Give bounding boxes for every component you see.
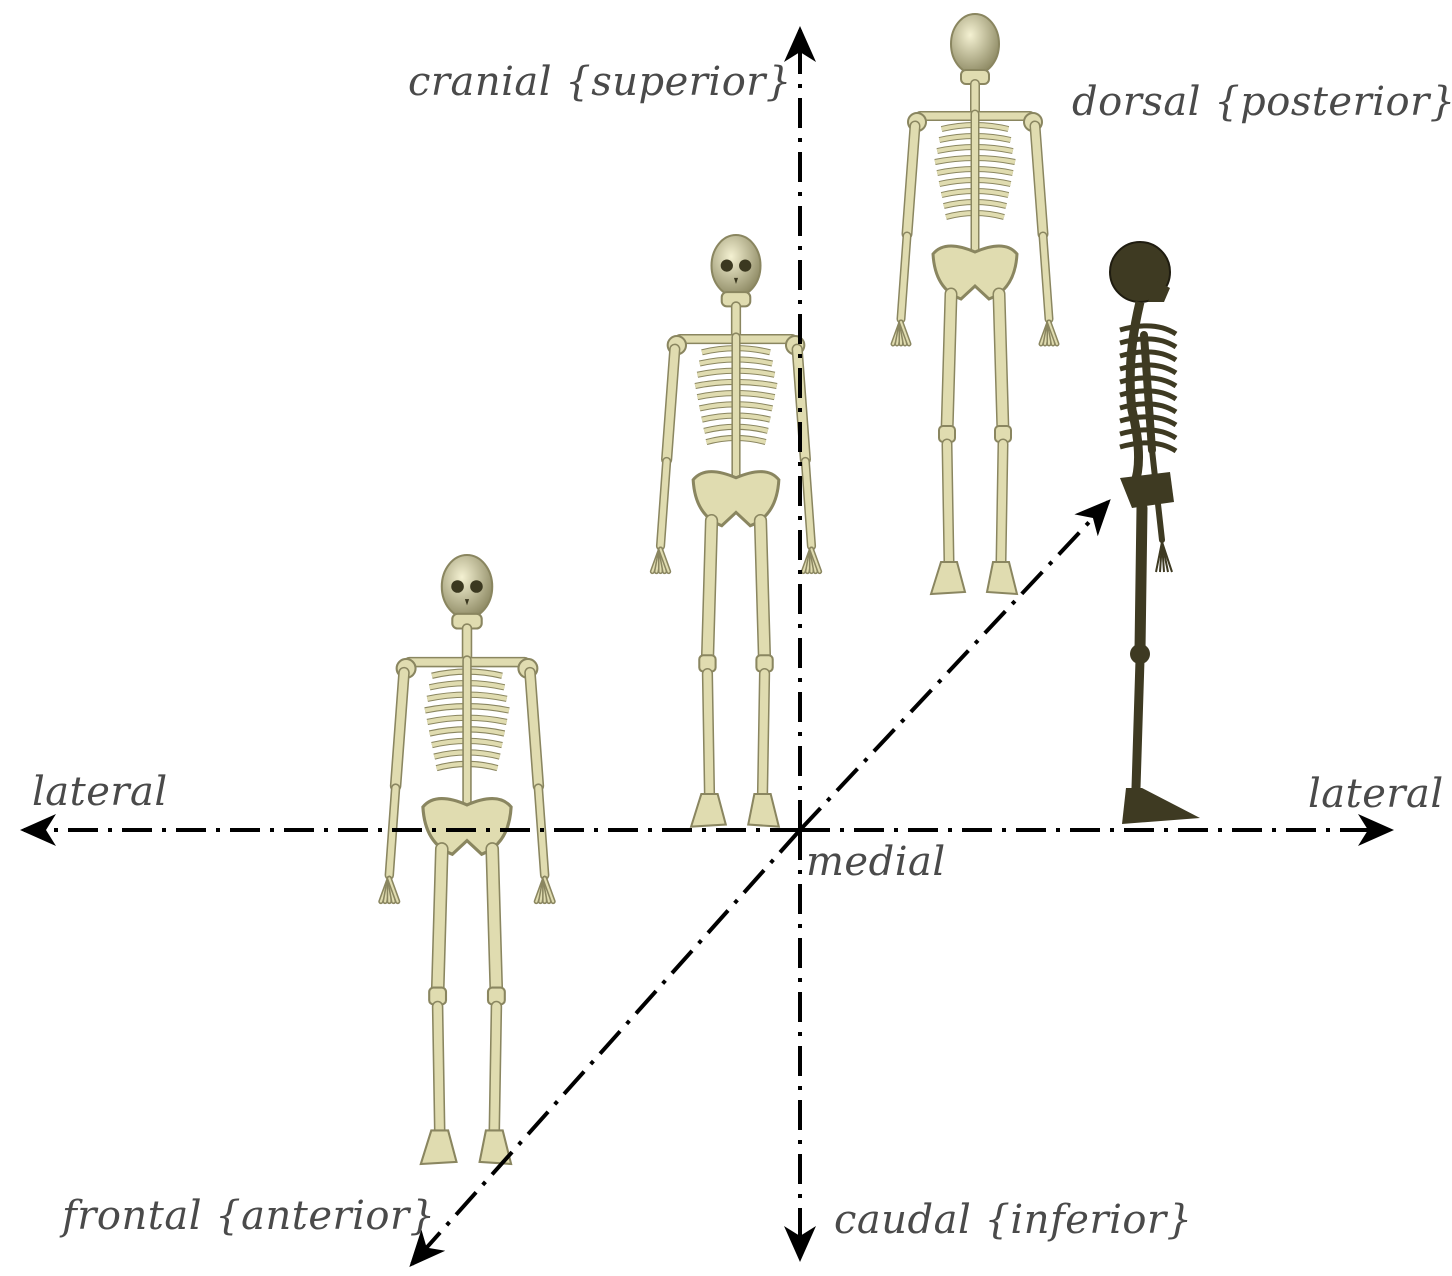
anterior-view-skeleton bbox=[652, 235, 819, 827]
side-view-skeleton bbox=[1110, 242, 1200, 824]
tibia-right bbox=[1001, 444, 1003, 562]
dorsal-label: dorsal {posterior} bbox=[1072, 82, 1452, 122]
skull bbox=[951, 14, 999, 74]
upper-arm-right bbox=[530, 673, 538, 786]
tibia-right bbox=[494, 1007, 496, 1131]
foot bbox=[1122, 788, 1200, 824]
femur-right bbox=[760, 521, 764, 662]
femur bbox=[1140, 508, 1142, 650]
foot-left bbox=[931, 562, 965, 594]
caudal-label: caudal {inferior} bbox=[834, 1200, 1193, 1240]
foot-right bbox=[987, 562, 1017, 594]
cranial-label: cranial {superior} bbox=[408, 62, 792, 102]
upper-arm-right bbox=[1035, 126, 1043, 234]
pelvis bbox=[1120, 472, 1174, 508]
eye-socket-right bbox=[470, 580, 483, 593]
tibia bbox=[1136, 660, 1140, 788]
front-view-skeleton bbox=[381, 555, 553, 1164]
upper-arm-left bbox=[396, 673, 404, 786]
eye-socket-right bbox=[739, 259, 751, 271]
foot-right bbox=[748, 794, 779, 827]
foot-left bbox=[691, 794, 726, 827]
skull bbox=[442, 555, 492, 618]
tibia-right bbox=[763, 674, 765, 794]
upper-arm-left bbox=[907, 126, 915, 234]
medial-label: medial bbox=[806, 842, 946, 882]
upper-arm-left bbox=[667, 349, 675, 459]
rib bbox=[1120, 326, 1176, 334]
lateral-right-label: lateral bbox=[1308, 774, 1444, 814]
foot-left bbox=[421, 1130, 457, 1164]
posterior-view-skeleton bbox=[893, 14, 1057, 594]
skull bbox=[712, 235, 761, 296]
eye-socket-left bbox=[451, 580, 464, 593]
lateral-left-label: lateral bbox=[32, 772, 168, 812]
depth-axis-front bbox=[412, 830, 800, 1264]
tibia-left bbox=[707, 674, 709, 794]
femur-left bbox=[438, 849, 442, 994]
femur-right bbox=[999, 294, 1003, 432]
frontal-label: frontal {anterior} bbox=[62, 1196, 436, 1236]
tibia-left bbox=[947, 444, 949, 562]
eye-socket-left bbox=[721, 259, 733, 271]
femur-left bbox=[947, 294, 951, 432]
tibia-left bbox=[438, 1007, 440, 1131]
femur-right bbox=[492, 849, 496, 994]
femur-left bbox=[707, 521, 711, 662]
